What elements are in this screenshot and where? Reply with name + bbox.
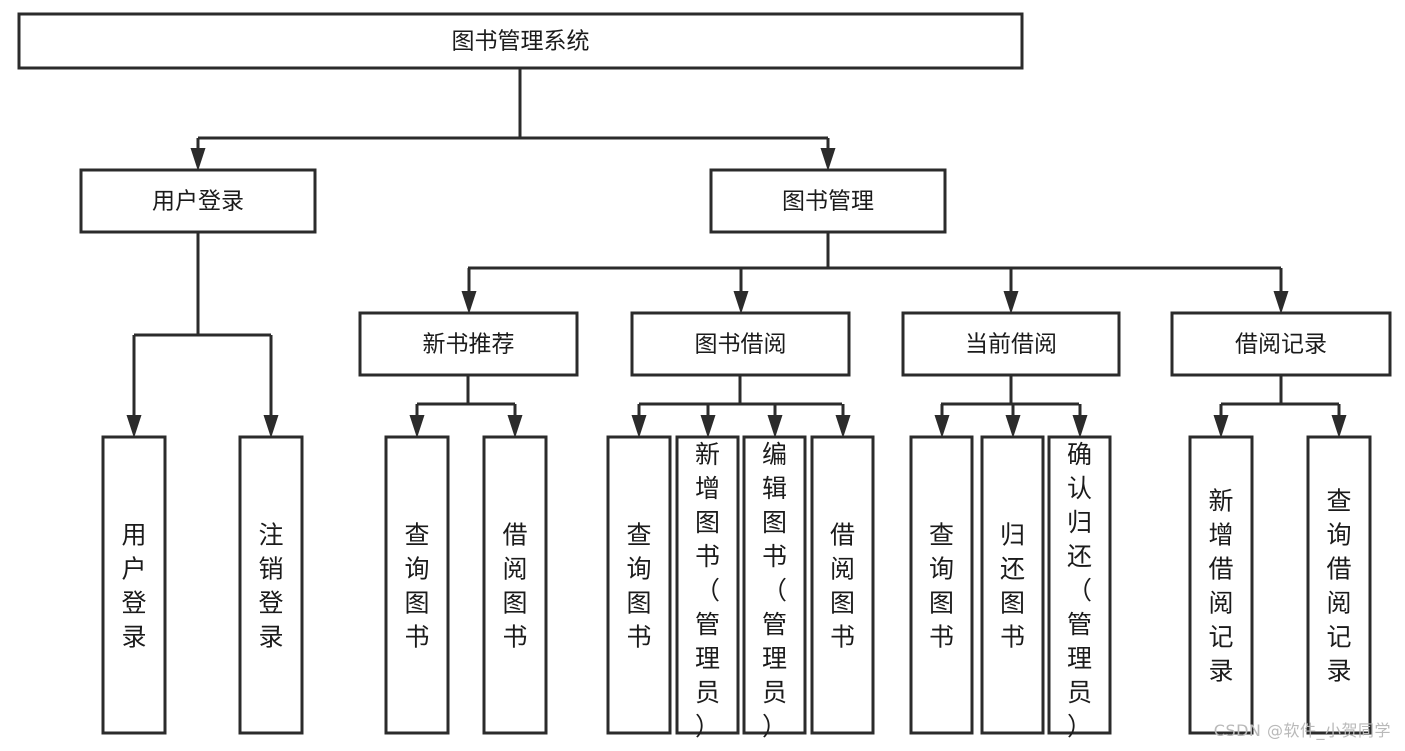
node-label-borrow-record: 借阅记录: [1235, 332, 1327, 358]
edge-arrowhead-icon: [767, 415, 783, 438]
node-label-root: 图书管理系统: [452, 29, 590, 55]
node-new-book-rec[interactable]: 新书推荐: [358, 311, 579, 377]
node-book-borrow[interactable]: 图书借阅: [630, 311, 851, 377]
edge-arrowhead-icon: [1003, 291, 1019, 314]
edge-group-new-book-rec: [409, 375, 523, 438]
node-label-user-login: 用户登录: [152, 189, 244, 215]
edge-arrowhead-icon: [409, 415, 425, 438]
edge-group-book-manage: [461, 232, 1289, 314]
node-box-leaf-query-book-2[interactable]: [606, 435, 672, 735]
edge-arrowhead-icon: [1331, 415, 1347, 438]
node-leaf-edit-book[interactable]: 编辑图书（管理员）: [742, 435, 807, 741]
node-label-leaf-return-book: 归还图书: [1000, 521, 1025, 652]
node-borrow-record[interactable]: 借阅记录: [1170, 311, 1392, 377]
node-box-leaf-return-book[interactable]: [980, 435, 1045, 735]
edge-arrowhead-icon: [631, 415, 647, 438]
node-label-leaf-edit-book: 编辑图书（管理员）: [762, 440, 787, 741]
edge-group-root: [190, 68, 836, 171]
node-label-leaf-user-login: 用户登录: [121, 521, 146, 652]
edge-arrowhead-icon: [733, 291, 749, 314]
nodes-layer: 图书管理系统用户登录图书管理新书推荐图书借阅当前借阅借阅记录用户登录注销登录查询…: [17, 12, 1392, 741]
edge-arrowhead-icon: [1072, 415, 1088, 438]
node-leaf-query-book-1[interactable]: 查询图书: [384, 435, 450, 735]
edge-arrowhead-icon: [507, 415, 523, 438]
node-box-leaf-add-record[interactable]: [1188, 435, 1254, 735]
node-label-book-borrow: 图书借阅: [695, 332, 787, 358]
edge-arrowhead-icon: [934, 415, 950, 438]
node-leaf-add-book[interactable]: 新增图书（管理员）: [675, 435, 740, 741]
edge-arrowhead-icon: [835, 415, 851, 438]
node-box-leaf-confirm-return[interactable]: [1047, 435, 1112, 735]
node-label-leaf-confirm-return: 确认归还（管理员）: [1067, 440, 1092, 741]
node-box-borrow-record[interactable]: [1170, 311, 1392, 377]
node-box-leaf-user-login[interactable]: [101, 435, 167, 735]
node-root[interactable]: 图书管理系统: [17, 12, 1024, 70]
node-leaf-user-login[interactable]: 用户登录: [101, 435, 167, 735]
edge-arrowhead-icon: [700, 415, 716, 438]
node-box-user-login[interactable]: [79, 168, 317, 234]
node-label-leaf-query-book-3: 查询图书: [929, 521, 954, 652]
node-label-leaf-query-book-1: 查询图书: [404, 521, 429, 652]
node-box-leaf-borrow-book-2[interactable]: [810, 435, 875, 735]
node-book-manage[interactable]: 图书管理: [709, 168, 947, 234]
node-leaf-query-book-2[interactable]: 查询图书: [606, 435, 672, 735]
edges-layer: [126, 68, 1347, 438]
edge-group-borrow-record: [1213, 375, 1347, 438]
node-box-book-manage[interactable]: [709, 168, 947, 234]
node-leaf-logout[interactable]: 注销登录: [238, 435, 304, 735]
node-leaf-add-record[interactable]: 新增借阅记录: [1188, 435, 1254, 735]
edge-group-book-borrow: [631, 375, 851, 438]
node-leaf-borrow-book-1[interactable]: 借阅图书: [482, 435, 548, 735]
node-leaf-query-record[interactable]: 查询借阅记录: [1306, 435, 1372, 735]
node-label-leaf-logout: 注销登录: [258, 521, 283, 652]
node-box-new-book-rec[interactable]: [358, 311, 579, 377]
edge-arrowhead-icon: [190, 148, 206, 171]
edge-arrowhead-icon: [820, 148, 836, 171]
node-label-leaf-add-book: 新增图书（管理员）: [695, 440, 720, 741]
node-user-login[interactable]: 用户登录: [79, 168, 317, 234]
node-label-leaf-borrow-book-2: 借阅图书: [830, 521, 855, 652]
node-leaf-query-book-3[interactable]: 查询图书: [909, 435, 974, 735]
node-label-leaf-query-record: 查询借阅记录: [1326, 487, 1351, 686]
node-box-leaf-query-book-3[interactable]: [909, 435, 974, 735]
node-box-book-borrow[interactable]: [630, 311, 851, 377]
node-leaf-return-book[interactable]: 归还图书: [980, 435, 1045, 735]
node-box-leaf-query-book-1[interactable]: [384, 435, 450, 735]
node-box-leaf-query-record[interactable]: [1306, 435, 1372, 735]
edge-group-user-login: [126, 232, 279, 438]
node-box-leaf-add-book[interactable]: [675, 435, 740, 735]
node-current-borrow[interactable]: 当前借阅: [901, 311, 1121, 377]
node-label-current-borrow: 当前借阅: [965, 332, 1057, 358]
node-leaf-confirm-return[interactable]: 确认归还（管理员）: [1047, 435, 1112, 741]
edge-arrowhead-icon: [1005, 415, 1021, 438]
edge-arrowhead-icon: [126, 415, 142, 438]
node-label-book-manage: 图书管理: [782, 189, 874, 215]
node-box-root[interactable]: [17, 12, 1024, 70]
edge-arrowhead-icon: [263, 415, 279, 438]
node-box-leaf-borrow-book-1[interactable]: [482, 435, 548, 735]
node-box-current-borrow[interactable]: [901, 311, 1121, 377]
node-box-leaf-logout[interactable]: [238, 435, 304, 735]
csdn-watermark: CSDN @软件_小贺同学: [1213, 721, 1391, 740]
edge-arrowhead-icon: [1273, 291, 1289, 314]
node-label-leaf-borrow-book-1: 借阅图书: [502, 521, 527, 652]
node-label-new-book-rec: 新书推荐: [423, 332, 515, 358]
node-box-leaf-edit-book[interactable]: [742, 435, 807, 735]
edge-arrowhead-icon: [461, 291, 477, 314]
edge-group-current-borrow: [934, 375, 1088, 438]
edge-arrowhead-icon: [1213, 415, 1229, 438]
node-label-leaf-query-book-2: 查询图书: [626, 521, 651, 652]
node-leaf-borrow-book-2[interactable]: 借阅图书: [810, 435, 875, 735]
node-label-leaf-add-record: 新增借阅记录: [1208, 487, 1233, 686]
